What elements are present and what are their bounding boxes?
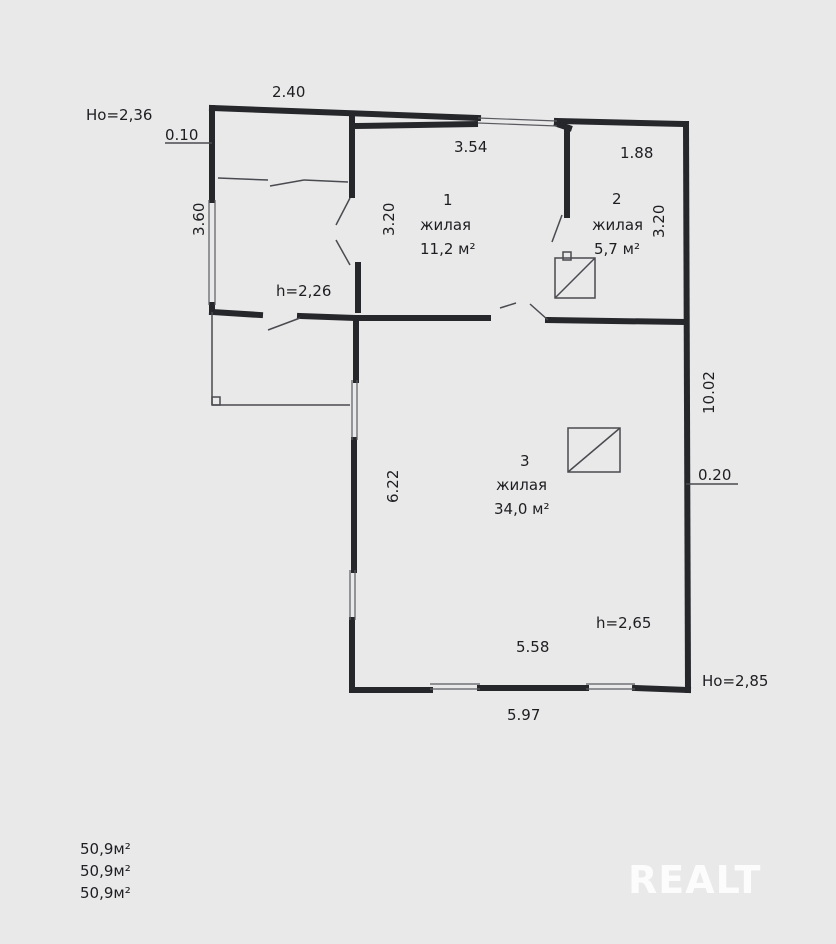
dim-room1-height: 3.20 xyxy=(380,203,398,236)
walls xyxy=(208,104,692,694)
dim-wall-0-10: 0.10 xyxy=(165,126,198,144)
dimension-labels: 2.40 0.10 3.60 3.54 3.20 1.88 3.20 10.02… xyxy=(165,83,731,724)
dim-room3-width: 5.58 xyxy=(516,638,549,656)
dim-room3-height: 6.22 xyxy=(384,470,402,503)
total-area-line: 50,9м² xyxy=(80,862,131,880)
dim-bottom-5-97: 5.97 xyxy=(507,706,540,724)
dim-room2-height: 3.20 xyxy=(650,205,668,238)
room-3-label: 3 жилая 34,0 м² xyxy=(494,452,550,518)
dim-right-10-02: 10.02 xyxy=(700,371,718,414)
area-totals: 50,9м² 50,9м² 50,9м² xyxy=(80,838,131,904)
stove-room2 xyxy=(554,251,596,299)
windows xyxy=(208,117,635,690)
room-area: 34,0 м² xyxy=(494,500,550,518)
room-type: жилая xyxy=(592,216,643,234)
total-area-line: 50,9м² xyxy=(80,884,131,902)
dimension-ticks xyxy=(165,142,738,485)
room-area: 11,2 м² xyxy=(420,240,476,258)
h-vestibule-label: h=2,26 xyxy=(276,282,331,300)
realt-watermark-logo: REALT xyxy=(628,858,762,902)
dim-top-2-40: 2.40 xyxy=(272,83,305,101)
room-area: 5,7 м² xyxy=(594,240,640,258)
dim-room1-width: 3.54 xyxy=(454,138,487,156)
height-labels: Ho=2,36 Ho=2,85 h=2,26 h=2,65 xyxy=(86,106,768,690)
h-room3-label: h=2,65 xyxy=(596,614,651,632)
room-number: 1 xyxy=(443,191,453,209)
room-number: 2 xyxy=(612,190,622,208)
room-1-label: 1 жилая 11,2 м² xyxy=(420,191,476,258)
room-2-label: 2 жилая 5,7 м² xyxy=(592,190,643,258)
room-type: жилая xyxy=(420,216,471,234)
room-number: 3 xyxy=(520,452,530,470)
stove-room3 xyxy=(567,427,621,473)
doors xyxy=(217,177,563,331)
dim-left-3-60: 3.60 xyxy=(190,203,208,236)
dim-wall-0-20: 0.20 xyxy=(698,466,731,484)
ho-top-left-label: Ho=2,36 xyxy=(86,106,152,124)
ho-bottom-right-label: Ho=2,85 xyxy=(702,672,768,690)
dim-room2-width: 1.88 xyxy=(620,144,653,162)
room-type: жилая xyxy=(496,476,547,494)
terrace-outline xyxy=(211,312,350,406)
total-area-line: 50,9м² xyxy=(80,840,131,858)
